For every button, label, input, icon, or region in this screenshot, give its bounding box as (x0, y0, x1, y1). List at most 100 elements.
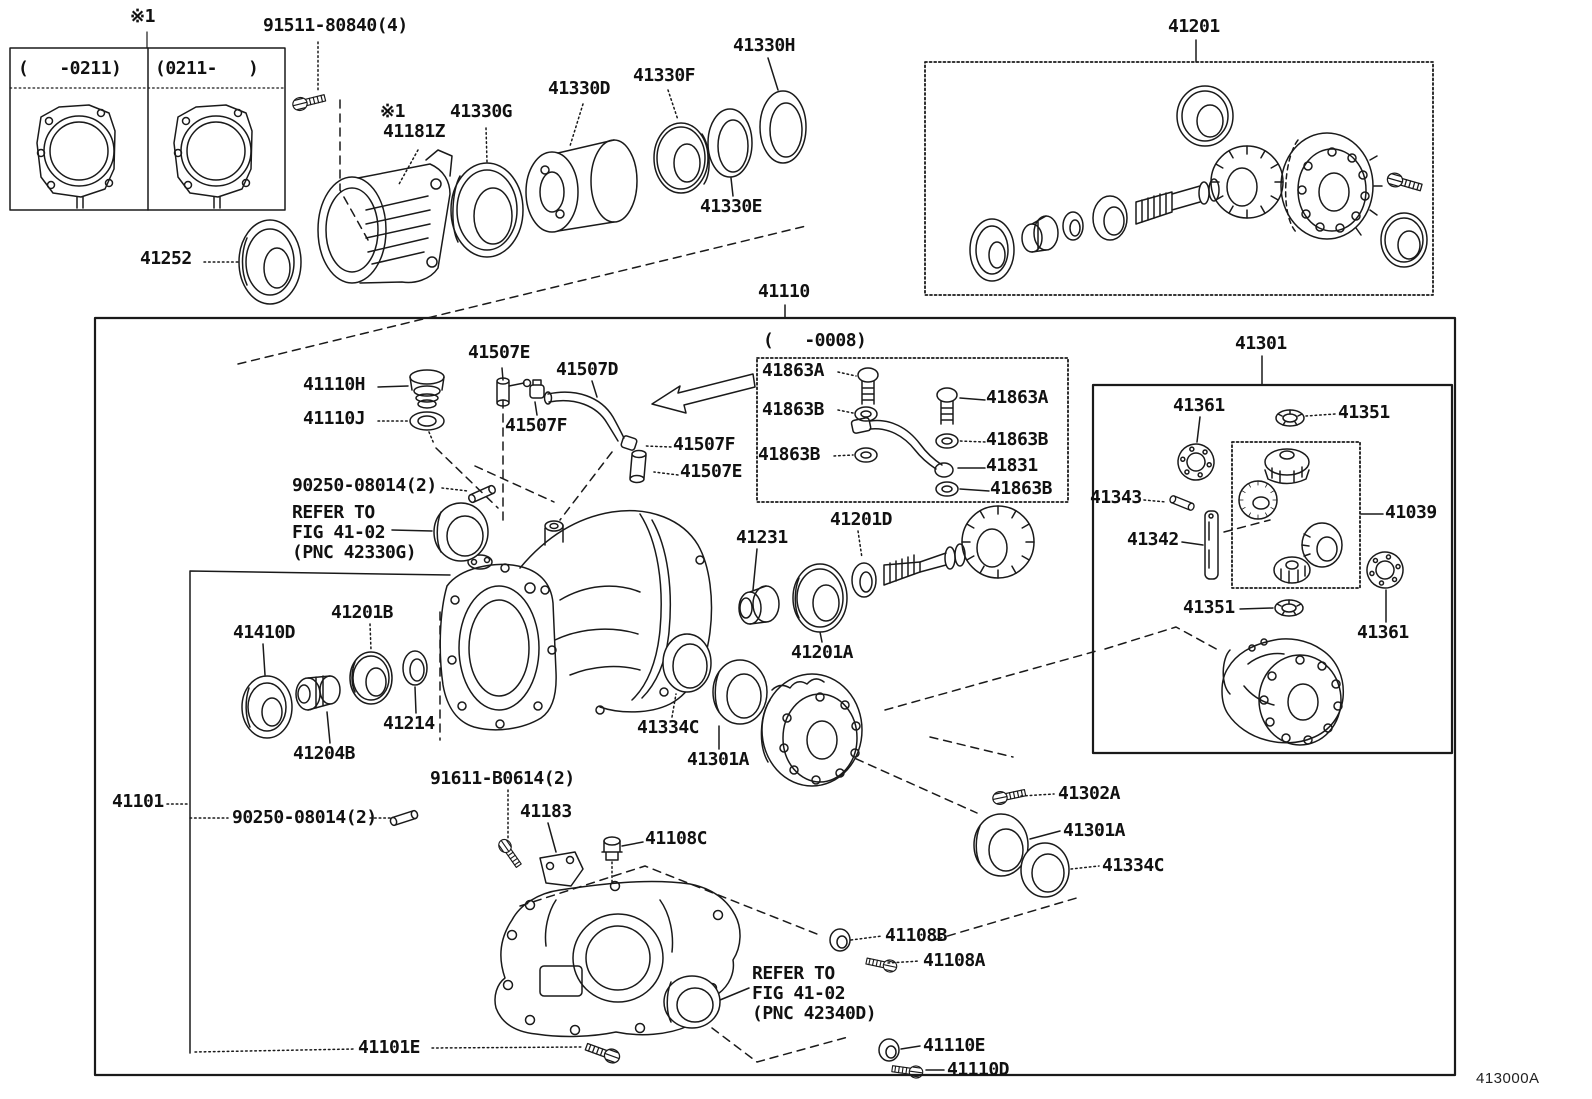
part-label-41039: 41039 (1385, 502, 1437, 523)
pinion-shaft-41342-drawing (1204, 510, 1219, 580)
part-label-41863B-1: 41863B (762, 399, 825, 420)
part-label-41507F-1: 41507F (505, 415, 568, 436)
washer-41201D-drawing (851, 562, 877, 598)
bearing-41201B-drawing (349, 651, 393, 705)
part-label-41108C: 41108C (645, 828, 708, 849)
union-bolt-41863A-left-drawing (857, 367, 879, 405)
part-label-90250-1: 90250-08014(2) (292, 475, 437, 496)
part-label-41108B: 41108B (885, 925, 948, 946)
part-label-41231: 41231 (736, 527, 788, 548)
refer-note-2-line-1: REFER TO (752, 963, 835, 984)
plug-bolt-41108A-drawing (864, 954, 899, 974)
part-label-41330F: 41330F (633, 65, 696, 86)
bearing-41301A-left-drawing (712, 659, 768, 725)
ring-41334C-left-drawing (662, 633, 712, 693)
part-label-90250-2: 90250-08014(2) (232, 807, 377, 828)
leader-lines-dotted (166, 41, 1336, 1053)
figure-code: 413000A (1476, 1070, 1540, 1087)
gasket-41863B-right2-drawing (935, 481, 959, 497)
bolt-91511-drawing (290, 90, 327, 113)
part-label-41351-1: 41351 (1338, 402, 1390, 423)
hose-clamp-41507F-left-drawing (529, 379, 545, 399)
part-label-41343: 41343 (1090, 487, 1142, 508)
seal-41330H-drawing (759, 90, 807, 164)
diff-case-box-41301 (1091, 383, 1454, 755)
side-gear-washer-41361-top-drawing (1172, 438, 1220, 486)
extension-housing-41181Z-drawing (317, 149, 453, 284)
leader-lines-solid (189, 39, 1387, 1071)
thrust-washer-41351-bottom-drawing (1274, 599, 1304, 617)
bearing-race-41330G-drawing (450, 162, 524, 258)
part-label-41507E-2: 41507E (680, 461, 743, 482)
part-label-41863B-3: 41863B (986, 429, 1049, 450)
spacer-41231-drawing (738, 585, 780, 625)
flange-41204B-drawing (295, 675, 341, 711)
part-label-41330G: 41330G (450, 101, 513, 122)
gasket-41110J-drawing (409, 411, 445, 431)
part-label-91511-80840: 91511-80840(4) (263, 15, 408, 36)
part-label-41201A-1: 41201A (791, 642, 854, 663)
gasket-drawing-post0211 (173, 104, 253, 209)
hose-joint-41507E-left-drawing (496, 377, 532, 407)
part-label-41330D: 41330D (548, 78, 611, 99)
part-label-41301A-2: 41301A (1063, 820, 1126, 841)
bearing-41330F-drawing (653, 122, 710, 194)
spider-gear-kit-drawing (1238, 448, 1343, 584)
part-label-41110: 41110 (758, 281, 810, 302)
part-label-41410D: 41410D (233, 622, 296, 643)
part-label-41330H: 41330H (733, 35, 796, 56)
part-label-41183: 41183 (520, 801, 572, 822)
part-label-41361-1: 41361 (1173, 395, 1225, 416)
inset-box-header: ( -0008) (763, 330, 867, 351)
gasket-41863B-left2-drawing (854, 447, 878, 463)
variant-header-right: (0211- ) (155, 58, 259, 79)
part-label-41831: 41831 (986, 455, 1038, 476)
seal-42330G-drawing (433, 502, 489, 562)
diff-carrier-housing-41101-drawing (439, 509, 713, 731)
part-label-41863A-1: 41863A (762, 360, 825, 381)
drive-pinion-drawing (883, 505, 1035, 586)
breather-tube-41831-drawing (850, 417, 954, 478)
part-label-91611: 91611-B0614(2) (430, 768, 575, 789)
part-label-41863A-2: 41863A (986, 387, 1049, 408)
refer-note-1-line-2: FIG 41-02 (292, 522, 386, 543)
gasket-variant-box (9, 31, 286, 211)
cover-plate-41183-drawing (539, 851, 584, 887)
pinion-shaft-pin-41343-drawing (1168, 494, 1196, 512)
hose-joint-41507E-right-drawing (629, 449, 647, 484)
bearing-41301A-right-drawing (973, 813, 1029, 877)
ring-gear-flange-drawing (760, 673, 863, 787)
washer-41110E-drawing (878, 1038, 900, 1062)
part-label-41507D: 41507D (556, 359, 619, 380)
union-bolt-41863A-right-drawing (936, 387, 958, 425)
part-label-41302A: 41302A (1058, 783, 1121, 804)
gear-set-box-41201 (924, 61, 1434, 296)
note-symbol-1: ※1 (130, 6, 155, 27)
oil-seal-41252-drawing (238, 219, 302, 305)
ring-41214-drawing (402, 650, 428, 686)
inset-box-0008 (756, 357, 1069, 503)
part-label-41863B-4: 41863B (990, 478, 1053, 499)
plug-41108C-drawing (601, 836, 623, 861)
gasket-41863B-right1-drawing (935, 433, 959, 449)
part-label-41507E-1: 41507E (468, 342, 531, 363)
refer-note-2-line-2: FIG 41-02 (752, 983, 846, 1004)
part-label-41110E: 41110E (923, 1035, 986, 1056)
part-label-41334C-1: 41334C (637, 717, 700, 738)
main-assembly-box (93, 316, 1457, 1077)
part-label-41201: 41201 (1168, 16, 1220, 37)
bolt-41101E-drawing (583, 1039, 623, 1066)
hose-clamp-41507F-right-drawing (620, 435, 638, 451)
breather-hose-41507D-drawing (543, 391, 625, 442)
callout-arrow (651, 373, 756, 414)
gear-set-41201-drawing (969, 85, 1428, 282)
side-gear-washer-41361-bottom-drawing (1362, 547, 1408, 593)
part-label-41252: 41252 (140, 248, 192, 269)
part-label-41201B: 41201B (331, 602, 394, 623)
spider-gear-kit-box-41039 (1231, 441, 1361, 589)
pin-90250-upper-drawing (466, 483, 498, 505)
part-label-41342: 41342 (1127, 529, 1179, 550)
part-label-41110H: 41110H (303, 374, 366, 395)
